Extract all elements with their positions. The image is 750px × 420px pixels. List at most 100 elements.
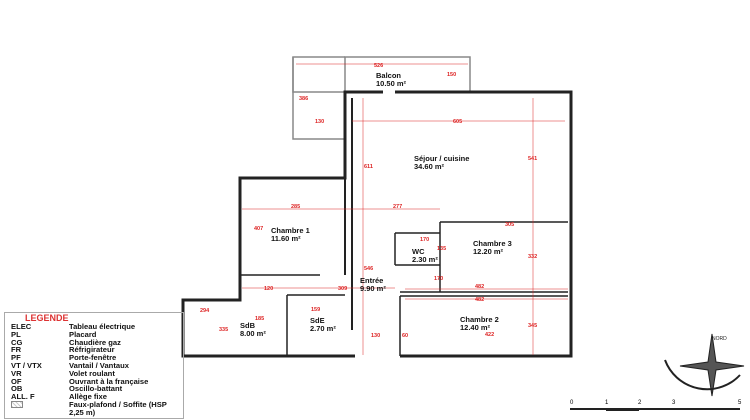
dim-label: 170 (434, 276, 443, 282)
dim-label: 611 (364, 164, 373, 170)
compass-label: NORD (712, 336, 727, 342)
dim-label: 526 (374, 63, 383, 69)
dim-label: 150 (447, 72, 456, 78)
room-area: 34.60 m² (414, 162, 445, 171)
legend-item: PL Placard (5, 329, 183, 339)
legend-code: PL (11, 329, 21, 339)
dim-label: 170 (420, 237, 429, 243)
dim-label: 185 (255, 316, 264, 322)
legend-label: Chaudière gaz (69, 337, 121, 347)
dim-label: 546 (364, 266, 373, 272)
dim-label: 386 (299, 96, 308, 102)
scale-tick: 5 (738, 400, 742, 406)
room-name: SdB (240, 321, 256, 330)
dim-label: 335 (219, 327, 228, 333)
scale-tick: 1 (605, 400, 609, 406)
legend-label: Placard (69, 329, 97, 339)
dim-label: 285 (291, 204, 300, 210)
dim-label: 120 (264, 286, 273, 292)
room-area: 11.60 m² (271, 234, 301, 243)
legend-code: ELEC (11, 322, 32, 331)
dim-label: 422 (485, 332, 494, 338)
room-name: Chambre 1 (271, 226, 310, 235)
legend-label: Réfrigirateur (69, 345, 115, 355)
room-name: Séjour / cuisine (414, 154, 469, 163)
room-name: Entrée (360, 276, 383, 285)
legend-code: ALL. F (11, 392, 35, 402)
room-name: Chambre 3 (473, 239, 512, 248)
legend-item: PF Porte-fenêtre (5, 354, 183, 362)
legend-label: Oscillo-battant (69, 384, 123, 394)
dim-label: 482 (475, 297, 484, 303)
legend-label: Ouvrant à la française (69, 376, 149, 386)
dim-label: 277 (393, 204, 402, 210)
dim-label: 482 (475, 284, 484, 290)
legend-item: ELEC Tableau électrique (5, 323, 183, 331)
dimension-lines (242, 63, 568, 355)
room-area: 2.30 m² (412, 255, 438, 264)
compass-rose: NORD (664, 333, 745, 397)
dimension-labels: 526 150 386 130 605 611 541 285 277 407 … (200, 63, 537, 339)
dim-label: 60 (402, 333, 408, 339)
room-area: 8.00 m² (240, 329, 266, 338)
dim-label: 605 (453, 119, 462, 125)
dim-label: 309 (338, 286, 347, 292)
scale-tick: 2 (638, 400, 642, 406)
legend-item: CG Chaudière gaz (5, 337, 183, 347)
room-name: Balcon (376, 71, 401, 80)
scale-tick: 3 (672, 400, 676, 406)
legend-code: OF (11, 376, 22, 386)
dim-label: 305 (505, 222, 514, 228)
dim-label: 130 (315, 119, 324, 125)
legend-code: FR (11, 345, 22, 355)
room-area: 12.40 m² (460, 323, 491, 332)
legend-item: Faux-plafond / Soffite (HSP 2,25 m) (5, 401, 183, 417)
legend-item: ALL. F Allège fixe (5, 393, 183, 401)
room-area: 9.90 m² (360, 284, 386, 293)
room-name: Chambre 2 (460, 315, 499, 324)
legend-item: OF Ouvrant à la française (5, 376, 183, 386)
legend-code: OB (11, 384, 23, 394)
legend-code: CG (11, 337, 23, 347)
legend-label: Volet roulant (69, 368, 115, 378)
legend-item: FR Réfrigirateur (5, 346, 183, 354)
dim-label: 407 (254, 226, 263, 232)
legend-item: VR Volet roulant (5, 368, 183, 378)
legend: LEGENDE ELEC Tableau électrique PL Placard… (4, 312, 184, 419)
legend-code: PF (11, 353, 21, 363)
legend-label: Faux-plafond / Soffite (HSP 2,25 m) (69, 399, 167, 417)
legend-title: LEGENDE (25, 313, 69, 323)
dim-label: 345 (528, 323, 537, 329)
room-area: 12.20 m² (473, 247, 504, 256)
svg-text:Chambre 111.60 m²: Chambre 111.60 m² (271, 226, 310, 243)
legend-label: Tableau électrique (69, 322, 136, 331)
legend-label: Allège fixe (69, 392, 107, 402)
legend-label: Porte-fenêtre (69, 353, 117, 363)
dim-label: 294 (200, 308, 210, 314)
room-name: WC (412, 247, 425, 256)
legend-item: VT / VTX Vantail / Vantaux (5, 362, 183, 370)
dim-label: 135 (437, 246, 446, 252)
dim-label: 541 (528, 156, 537, 162)
room-area: 10.50 m² (376, 79, 407, 88)
legend-item: OB Oscillo-battant (5, 385, 183, 393)
svg-text:WC2.30 m²: WC2.30 m² (412, 247, 438, 264)
legend-code: VT / VTX (11, 360, 42, 370)
hatch-swatch-icon (5, 400, 69, 417)
legend-code: VR (11, 368, 22, 378)
room-name: SdE (310, 316, 325, 325)
dim-label: 159 (311, 307, 320, 313)
scale-tick: 0 (570, 400, 574, 406)
dim-label: 130 (371, 333, 380, 339)
room-area: 2.70 m² (310, 324, 336, 333)
legend-label: Vantail / Vantaux (69, 360, 129, 370)
dim-label: 332 (528, 254, 537, 260)
svg-text:Chambre 212.40 m²: Chambre 212.40 m² (460, 315, 499, 332)
